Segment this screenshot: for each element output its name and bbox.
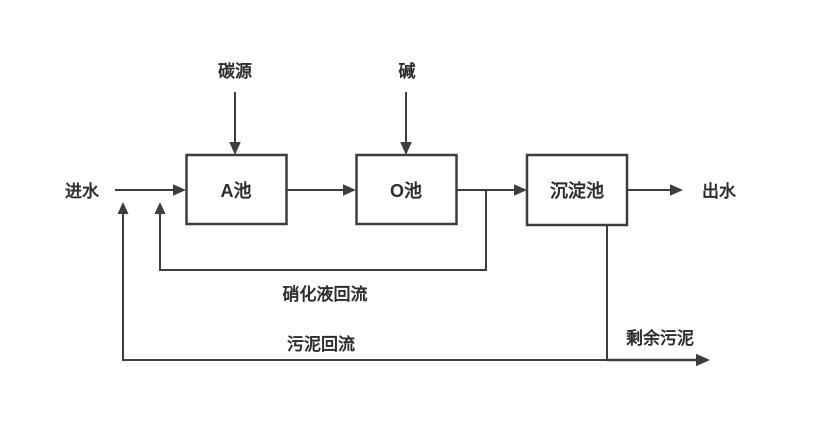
influent-label: 进水 bbox=[65, 181, 100, 201]
tank-a-box bbox=[185, 153, 288, 226]
carbon-source-label: 碳源 bbox=[218, 61, 252, 81]
effluent-arrow bbox=[627, 184, 683, 196]
tank-a-label: A池 bbox=[221, 180, 252, 201]
effluent-label: 出水 bbox=[702, 181, 737, 201]
nitrified-liquor-recycle-label: 硝化液回流 bbox=[283, 284, 368, 304]
sludge-return-label: 污泥回流 bbox=[287, 334, 355, 354]
tank-o-node: O池 bbox=[355, 153, 458, 226]
tank-o-to-clarifier-arrow bbox=[456, 184, 527, 196]
tank-a-to-tank-o-arrow bbox=[286, 184, 356, 196]
nitrified-liquor-recycle-line bbox=[154, 191, 487, 271]
clarifier-box bbox=[525, 153, 629, 227]
tank-a-node: A池 bbox=[185, 153, 288, 226]
sludge-return-line bbox=[117, 202, 608, 361]
carbon-source-arrow bbox=[229, 92, 241, 155]
excess-sludge-arrow bbox=[607, 353, 710, 367]
alkali-arrow bbox=[400, 92, 412, 155]
clarifier-node: 沉淀池 bbox=[525, 153, 629, 227]
tank-o-box bbox=[355, 153, 458, 226]
influent-arrow bbox=[115, 184, 186, 196]
tank-o-label: O池 bbox=[390, 180, 422, 201]
excess-sludge-label: 剩余污泥 bbox=[626, 328, 694, 348]
alkali-label: 碱 bbox=[399, 61, 416, 81]
clarifier-label: 沉淀池 bbox=[550, 180, 604, 201]
